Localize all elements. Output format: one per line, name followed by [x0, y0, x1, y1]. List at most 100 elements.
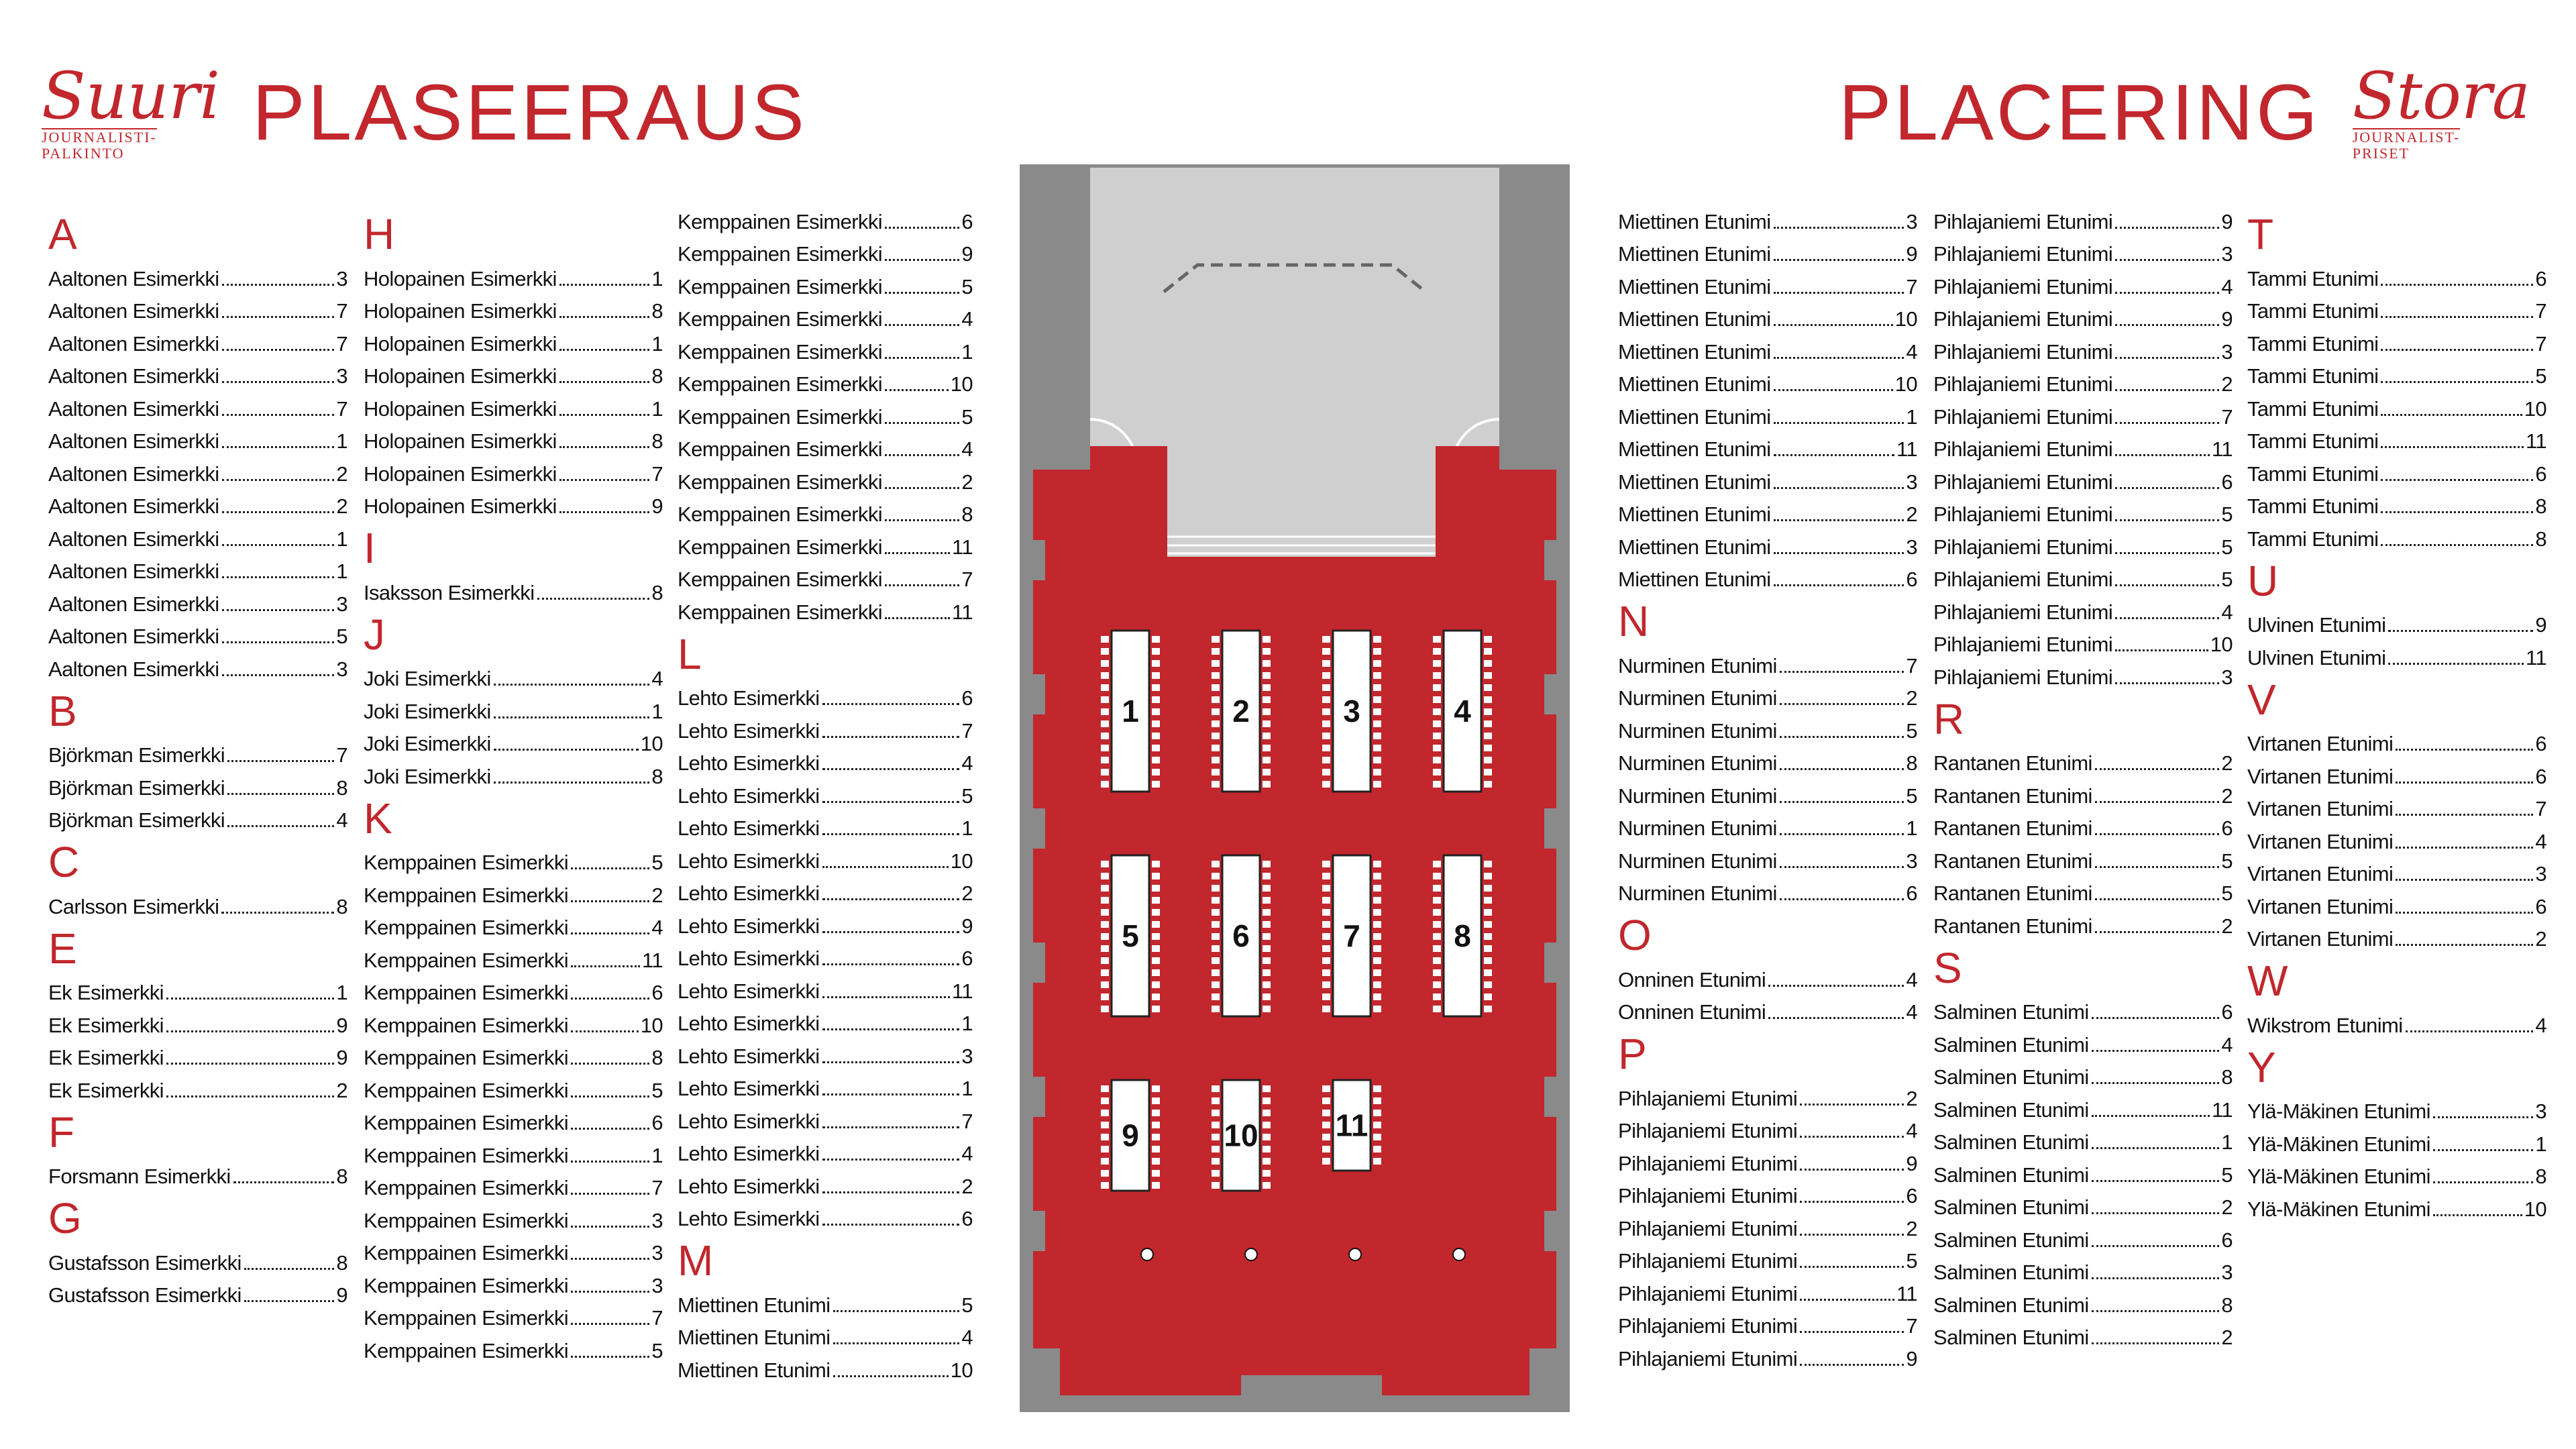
dot-leader: [1773, 454, 1895, 456]
table-number: 1: [651, 331, 663, 356]
section-letter: P: [1618, 1030, 1647, 1078]
guest-name: Rantanen Etunimi: [1933, 751, 2092, 775]
table-label: 2: [1232, 694, 1250, 729]
dot-leader: [822, 1061, 960, 1063]
chair: [1322, 897, 1330, 904]
hall-floor: [1033, 446, 1556, 1395]
table-number: 4: [961, 437, 973, 461]
dot-leader: [822, 703, 960, 705]
dot-leader: [2115, 291, 2220, 294]
chair: [1373, 957, 1381, 964]
chair: [1433, 781, 1441, 788]
chair: [1484, 873, 1492, 879]
chair: [1101, 1006, 1109, 1012]
table-number: 2: [651, 883, 663, 907]
dot-leader: [2115, 519, 2220, 521]
chair: [1433, 933, 1441, 940]
table-number: 2: [1906, 686, 1917, 710]
guest-name: Virtanen Etunimi: [2247, 797, 2394, 820]
dot-leader: [822, 735, 960, 738]
dot-leader: [166, 1030, 335, 1032]
section-letter: K: [364, 794, 392, 843]
dot-leader: [885, 454, 960, 456]
guest-name: Lehto Esimerkki: [678, 816, 820, 840]
guest-name: Aaltonen Esimerkki: [48, 494, 219, 518]
chair: [1101, 1170, 1109, 1177]
table-number: 7: [1906, 1314, 1917, 1338]
chair: [1322, 684, 1330, 691]
table-number: 2: [2535, 927, 2546, 951]
dot-leader: [822, 930, 960, 933]
guest-name: Virtanen Etunimi: [2247, 829, 2394, 853]
chair: [1263, 1006, 1271, 1012]
chair: [1263, 933, 1271, 940]
chair: [1484, 781, 1492, 788]
dot-leader: [2115, 324, 2220, 326]
chair: [1212, 873, 1220, 879]
chair: [1433, 684, 1441, 691]
chair: [1152, 1134, 1160, 1140]
chair: [1152, 873, 1160, 879]
chair: [1263, 1134, 1271, 1140]
table-number: 10: [2524, 396, 2547, 421]
guest-name: Ek Esimerkki: [48, 981, 164, 1004]
guest-name: Lehto Esimerkki: [678, 1207, 820, 1230]
table-number: 3: [2535, 1099, 2546, 1123]
table-number: 4: [336, 808, 347, 832]
dot-leader: [885, 291, 960, 294]
guest-name: Rantanen Etunimi: [1933, 849, 2092, 873]
dot-leader: [571, 998, 650, 1000]
dot-leader: [1779, 800, 1904, 803]
dot-leader: [833, 1342, 960, 1344]
page-title-sv: PLACERING: [1838, 68, 2320, 158]
chair: [1263, 636, 1271, 643]
guest-name: Pihlajaniemi Etunimi: [1618, 1346, 1798, 1371]
table-number: 6: [651, 1111, 663, 1134]
table-number: 3: [336, 364, 347, 388]
pillar: [1452, 1248, 1466, 1261]
guest-name: Kemppainen Esimerkki: [364, 883, 569, 907]
table-number: 8: [1906, 751, 1917, 775]
chair: [1212, 1146, 1220, 1152]
table-number: 8: [2221, 1065, 2233, 1089]
table-number: 8: [336, 775, 347, 800]
table-7: 7: [1322, 854, 1381, 1018]
stage-line: [1163, 263, 1427, 293]
chair: [1373, 733, 1381, 739]
table-number: 5: [1906, 784, 1917, 808]
chair: [1212, 994, 1220, 1000]
dot-leader: [1773, 584, 1904, 586]
dot-leader: [1773, 356, 1904, 359]
table-number: 9: [651, 494, 663, 518]
chair: [1484, 897, 1492, 904]
dot-leader: [2091, 1244, 2220, 1247]
dot-leader: [1800, 1363, 1904, 1366]
chair: [1322, 921, 1330, 928]
chair: [1152, 981, 1160, 988]
logo-script: Suuri: [42, 58, 221, 133]
chair: [1373, 1006, 1381, 1012]
chair: [1152, 733, 1160, 739]
guest-name: Pihlajaniemi Etunimi: [1618, 1249, 1798, 1273]
table-number: 9: [1906, 242, 1917, 266]
guest-name: Pihlajaniemi Etunimi: [1618, 1281, 1798, 1305]
table-number: 2: [1906, 1216, 1917, 1240]
chair: [1152, 945, 1160, 952]
